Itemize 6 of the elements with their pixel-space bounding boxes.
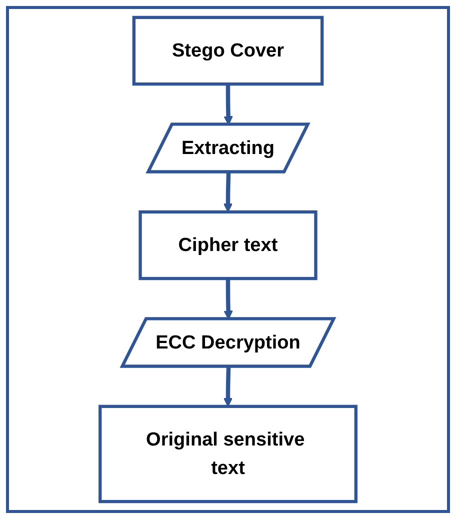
arrow	[223, 366, 233, 407]
node-box	[138, 210, 318, 280]
arrow	[223, 172, 233, 212]
diagram-frame: Stego Cover Extracting Cipher text ECC Decryption Original sensitive text	[6, 6, 450, 513]
node-box	[98, 404, 358, 504]
node-box	[132, 16, 324, 86]
